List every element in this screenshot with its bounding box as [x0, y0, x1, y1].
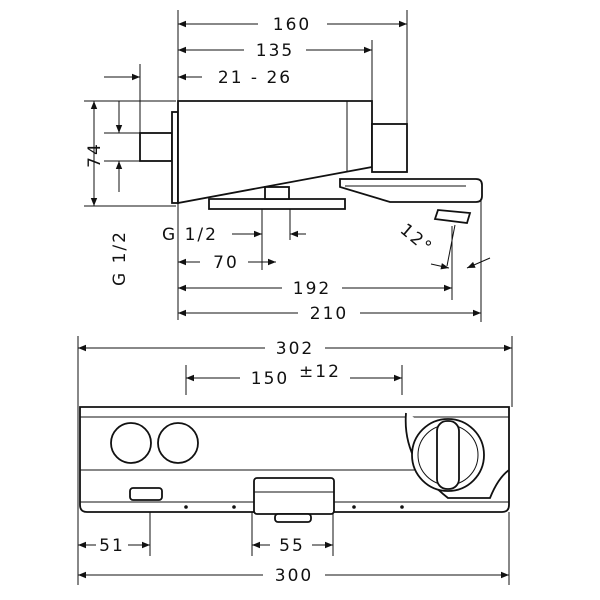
side-view-body	[139, 100, 483, 224]
dim-135-label: 135	[256, 41, 294, 61]
dim-51-label: 51	[99, 536, 125, 556]
dim-192: 192	[178, 279, 452, 299]
dim-70-label: 70	[213, 253, 239, 273]
dim-150-label: 150	[251, 369, 289, 389]
dim-55-label: 55	[279, 536, 305, 556]
dim-g12-vertical-label: G 1/2	[110, 230, 130, 286]
dim-21-26: 21 - 26	[104, 68, 292, 88]
dim-55: 55	[252, 536, 333, 556]
dim-74-label: 74	[85, 142, 105, 168]
dim-12deg: 12°	[396, 220, 491, 270]
dim-302: 302	[78, 339, 512, 359]
dim-160: 160	[178, 15, 407, 35]
dim-192-label: 192	[293, 279, 331, 299]
dim-135: 135	[178, 41, 372, 61]
dim-300: 300	[78, 566, 509, 586]
dim-g12-vertical: G 1/2	[110, 101, 130, 286]
dim-g12-horizontal: G 1/2	[162, 225, 306, 245]
side-view: 160 135 21 - 26 74 G 1/2 G 1/2	[84, 10, 491, 324]
dim-70: 70	[178, 253, 276, 273]
dim-21-26-label: 21 - 26	[218, 68, 292, 88]
dim-74: 74	[85, 101, 105, 206]
front-view: 302 150 ±12 51 55 300	[77, 336, 513, 586]
dim-150-pm12: 150 ±12	[186, 362, 402, 389]
dim-210-label: 210	[310, 304, 348, 324]
dim-51: 51	[78, 536, 150, 556]
dim-210: 210	[178, 304, 481, 324]
dim-pm12-label: ±12	[299, 362, 341, 382]
dim-160-label: 160	[273, 15, 311, 35]
dim-g12-horizontal-label: G 1/2	[162, 225, 218, 245]
function-button-left	[110, 422, 152, 464]
dim-302-label: 302	[276, 339, 314, 359]
dim-12deg-label: 12°	[396, 220, 437, 259]
function-button-right	[157, 422, 199, 464]
dim-300-label: 300	[275, 566, 313, 586]
front-view-body	[79, 406, 510, 523]
